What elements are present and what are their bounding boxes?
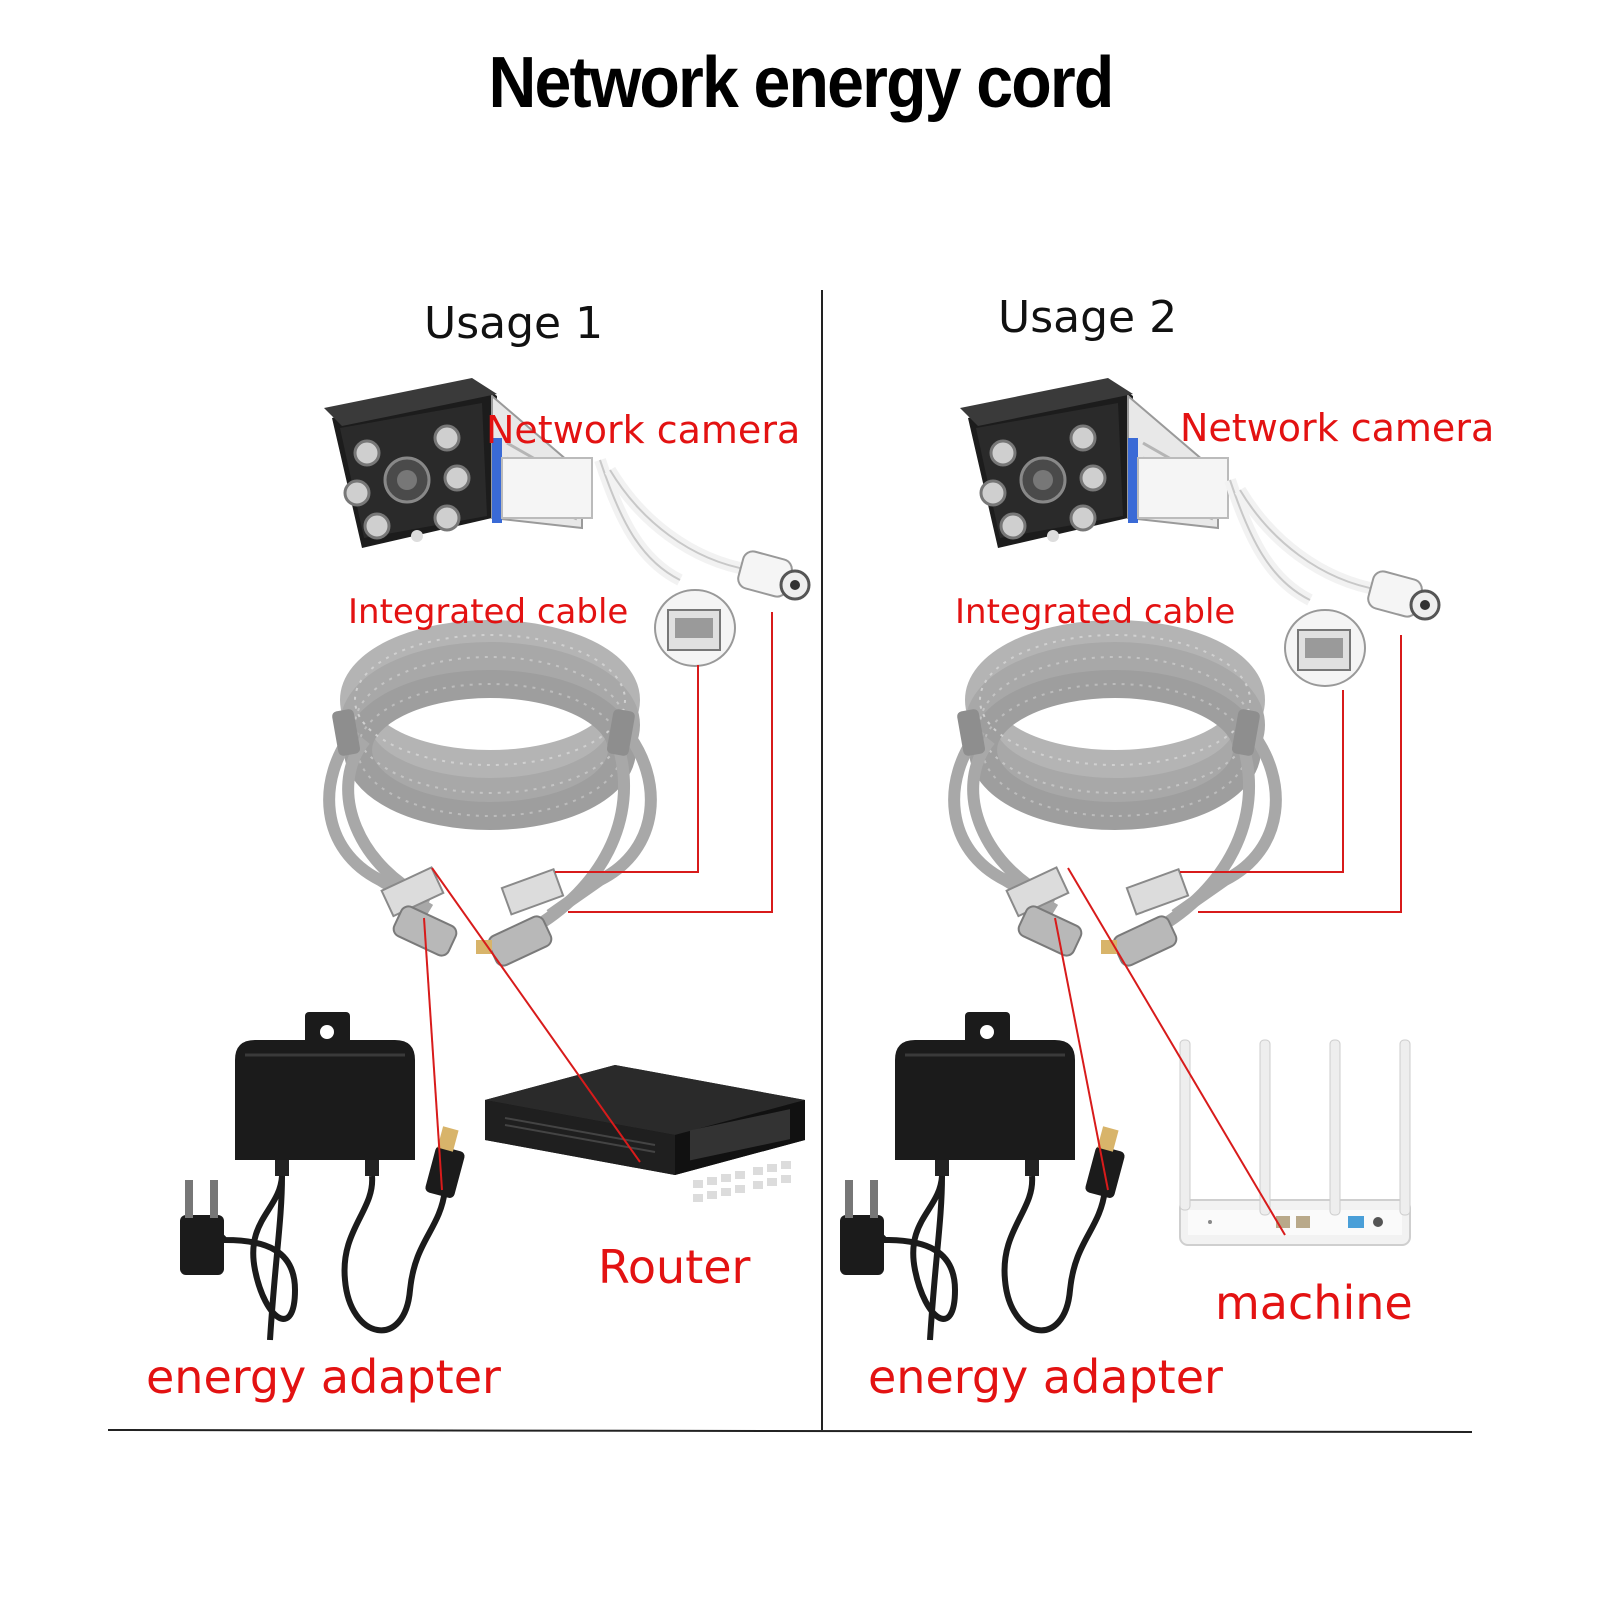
network-camera-label-2: Network camera [1180, 406, 1495, 450]
router-label: Router [598, 1240, 751, 1294]
router-illustration-2 [1179, 1039, 1411, 1246]
network-camera-label-1: Network camera [486, 408, 801, 452]
machine-label: machine [1215, 1276, 1413, 1330]
energy-adapter-label-2: energy adapter [868, 1350, 1223, 1404]
connector-lines-1 [423, 612, 773, 1191]
power-adapter-illustration-1 [180, 1012, 466, 1340]
integrated-cable-label-2: Integrated cable [955, 592, 1236, 632]
cable-coil-1 [329, 635, 651, 968]
camera-illustration-2 [958, 376, 1230, 550]
switch-illustration-1 [484, 1064, 806, 1203]
camera-illustration-1 [322, 376, 594, 550]
usage-2-heading: Usage 2 [998, 292, 1178, 343]
cable-coil-2 [954, 635, 1276, 968]
page-title: Network energy cord [488, 43, 1115, 123]
integrated-cable-label-1: Integrated cable [348, 592, 629, 632]
camera-pigtail-1 [600, 460, 809, 666]
connector-lines-2 [1054, 635, 1402, 1236]
energy-adapter-label-1: energy adapter [146, 1350, 501, 1404]
camera-pigtail-2 [1230, 480, 1439, 686]
bottom-rule [107, 1429, 1473, 1433]
usage-1-heading: Usage 1 [424, 298, 604, 349]
